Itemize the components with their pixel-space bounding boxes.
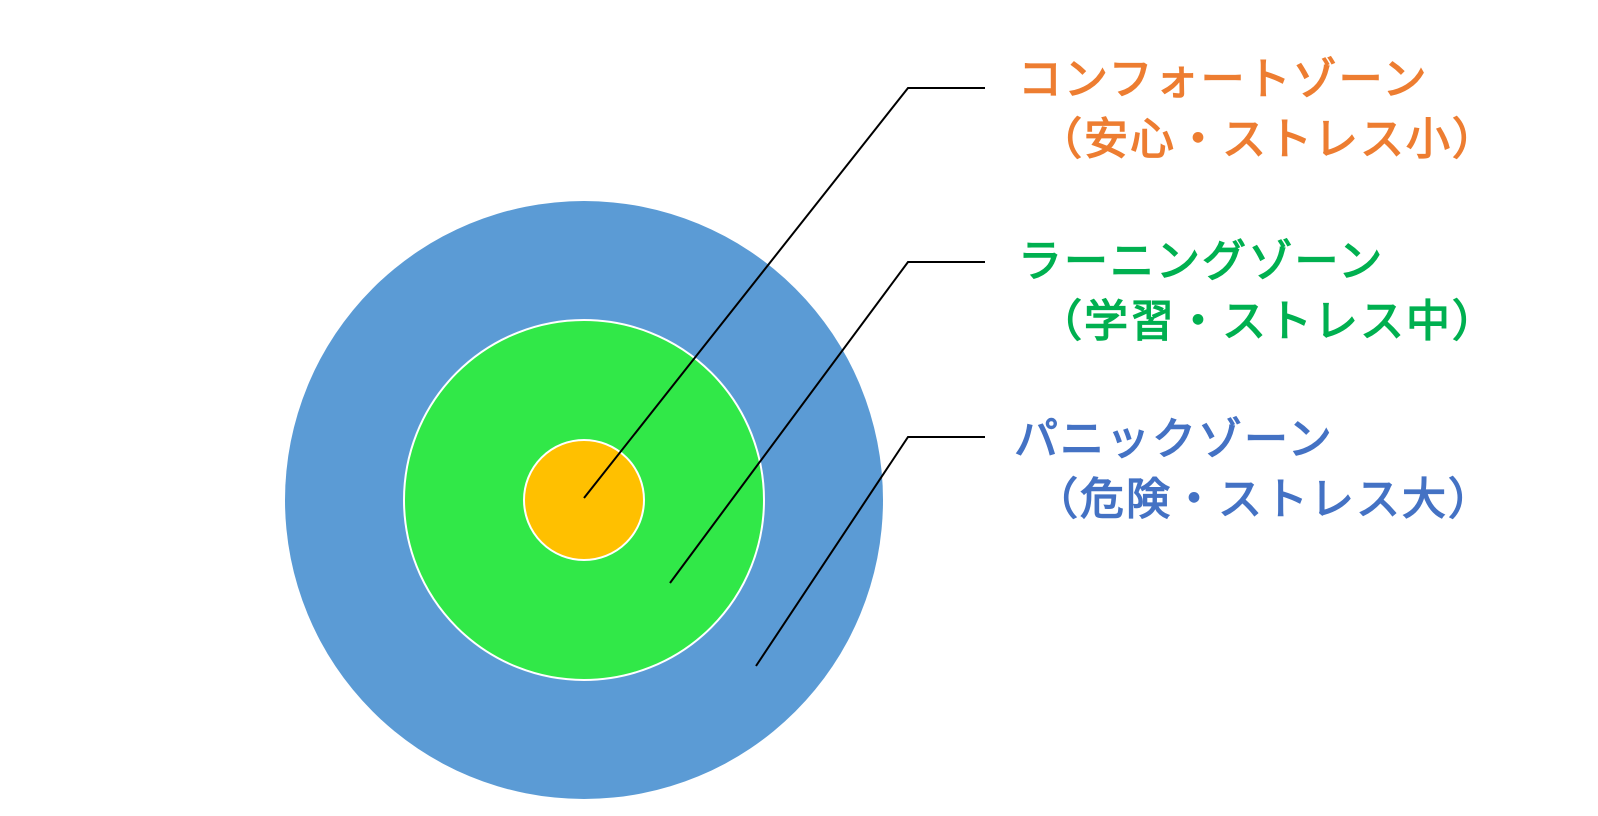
comfort-leader-line — [583, 87, 985, 499]
panic-leader-line — [755, 436, 985, 667]
learning-leader-line — [669, 261, 985, 584]
learning-zone-title: ラーニングゾーン — [1018, 236, 1385, 287]
panic-zone-subtitle: （危険・ストレス大） — [1034, 474, 1494, 525]
comfort-zone-label: コンフォートゾーン （安心・ストレス小） — [1018, 50, 1498, 170]
learning-zone-label: ラーニングゾーン （学習・ストレス中） — [1018, 232, 1498, 352]
panic-zone-label: パニックゾーン （危険・ストレス大） — [1014, 410, 1494, 530]
learning-zone-subtitle: （学習・ストレス中） — [1038, 296, 1498, 347]
panic-zone-title: パニックゾーン — [1014, 414, 1334, 465]
comfort-zone-title: コンフォートゾーン — [1018, 54, 1429, 105]
comfort-zone-subtitle: （安心・ストレス小） — [1038, 114, 1498, 165]
comfort-zone-circle — [523, 439, 645, 561]
